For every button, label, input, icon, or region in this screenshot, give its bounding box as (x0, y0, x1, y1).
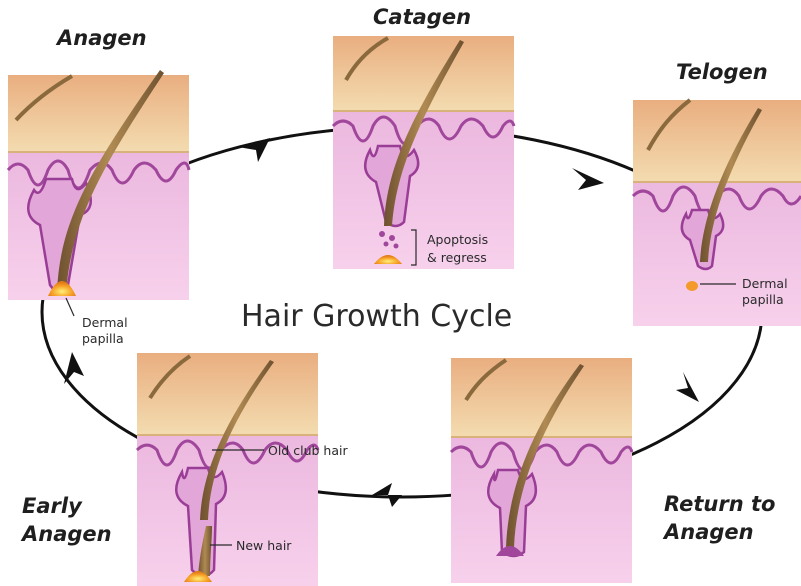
note-old-club-hair: Old club hair (268, 443, 348, 458)
note-telogen-dermal-1: Dermal (742, 276, 788, 291)
arrow-anagen-to-catagen-icon (238, 138, 270, 162)
label-anagen: Anagen (55, 26, 147, 50)
note-anagen-dermal-1: Dermal (82, 315, 128, 330)
note-new-hair: New hair (236, 538, 292, 553)
label-return-line1: Return to (664, 492, 775, 516)
note-telogen-dermal-2: papilla (742, 292, 784, 307)
label-telogen: Telogen (676, 60, 768, 84)
arrow-return-to-early-icon (372, 483, 402, 507)
arrow-catagen-to-telogen-icon (572, 168, 604, 190)
note-apoptosis-1: Apoptosis (427, 232, 488, 247)
panel-anagen (8, 70, 189, 316)
note-apoptosis-2: & regress (427, 250, 487, 265)
label-early-line1: Early (22, 494, 83, 518)
label-early-line2: Anagen (20, 522, 112, 546)
label-catagen: Catagen (373, 5, 471, 29)
diagram-title: Hair Growth Cycle (241, 299, 512, 334)
arrow-early-to-anagen-icon (64, 352, 84, 384)
note-anagen-dermal-2: papilla (82, 331, 124, 346)
label-return-line2: Anagen (662, 520, 754, 544)
panel-return-to-anagen (451, 358, 632, 583)
arrow-telogen-to-return-icon (676, 372, 699, 402)
